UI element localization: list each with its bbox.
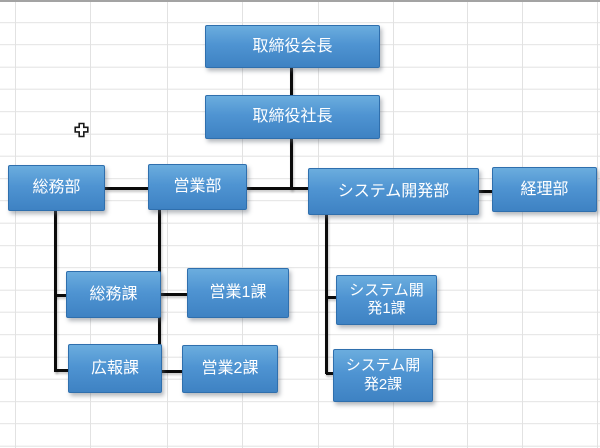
connector-stub-soumuka: [55, 294, 66, 297]
connector-soumubu-drop: [54, 211, 57, 372]
org-node-system-dev-dept[interactable]: システム開発部: [308, 168, 479, 215]
org-node-sales-sec1[interactable]: 営業1課: [187, 268, 289, 318]
org-node-sales-sec2[interactable]: 営業2課: [182, 345, 278, 393]
org-node-president[interactable]: 取締役社長: [205, 95, 380, 139]
org-node-general-affairs-dept[interactable]: 総務部: [8, 165, 105, 211]
connector-systemdev-keiri: [479, 190, 492, 193]
org-node-sales-dept[interactable]: 営業部: [148, 164, 247, 210]
org-node-accounting-dept[interactable]: 経理部: [492, 167, 597, 212]
worksheet-top-border: [0, 0, 600, 2]
org-node-system-dev-sec2[interactable]: システム開 発2課: [333, 349, 433, 402]
connector-stub-sysdev1ka: [326, 296, 336, 299]
org-node-general-affairs-sec[interactable]: 総務課: [66, 271, 161, 318]
connector-stub-eigyo1ka: [160, 293, 187, 296]
connector-elbow-eigyo2ka: [160, 370, 182, 373]
connector-elbow-sysdev2ka: [326, 372, 333, 375]
org-node-chairman[interactable]: 取締役会長: [205, 25, 380, 68]
connector-elbow-kouhouka: [55, 369, 68, 372]
cell-cross-cursor-icon: [74, 122, 89, 138]
org-node-system-dev-sec1[interactable]: システム開 発1課: [336, 275, 437, 325]
org-node-pr-sec[interactable]: 広報課: [68, 344, 162, 393]
connector-eigyo-systemdev: [247, 187, 308, 190]
connector-systemdev-drop: [325, 215, 328, 374]
connector-soumu-eigyo: [105, 187, 148, 190]
connector-chairman-president: [290, 67, 293, 95]
connector-president-drop: [290, 139, 293, 190]
